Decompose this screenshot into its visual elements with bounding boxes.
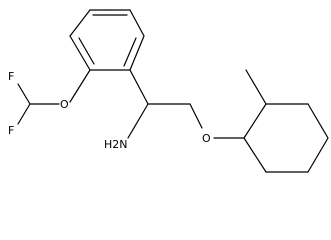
- atom-label-f-bottom: F: [8, 124, 14, 137]
- ring-bond: [129, 35, 145, 71]
- ring-bond: [69, 9, 91, 37]
- bond-c-f-top: [17, 83, 31, 105]
- methyl-bond: [245, 69, 267, 105]
- bond-ring-ch: [129, 69, 149, 105]
- bond-c-f-bottom: [17, 103, 31, 125]
- ring-bond: [243, 103, 267, 139]
- phenyl-ring: [69, 9, 145, 71]
- ring-bond: [129, 9, 145, 37]
- ring-double-bond: [78, 37, 95, 65]
- chemical-structure: F F O H2N O: [8, 9, 329, 173]
- ring-double-bond: [123, 37, 137, 67]
- atom-label-oxygen-ether-left: O: [60, 98, 69, 111]
- ring-bond: [69, 35, 91, 71]
- aminoethyl-chain: [127, 69, 245, 139]
- atom-label-f-top: F: [8, 70, 14, 83]
- ring-bond: [307, 103, 329, 139]
- atom-label-oxygen-ether-right: O: [202, 132, 211, 145]
- bond-ch-n: [127, 103, 149, 139]
- bond-ring-o: [69, 69, 91, 103]
- atom-label-amine: H2N: [104, 138, 128, 151]
- ring-bond: [307, 137, 329, 173]
- difluoromethoxy-group: [17, 69, 91, 125]
- ring-bond: [243, 137, 267, 173]
- methylcyclohexyl-ring: [243, 69, 329, 173]
- bond-ch2-o: [189, 103, 203, 129]
